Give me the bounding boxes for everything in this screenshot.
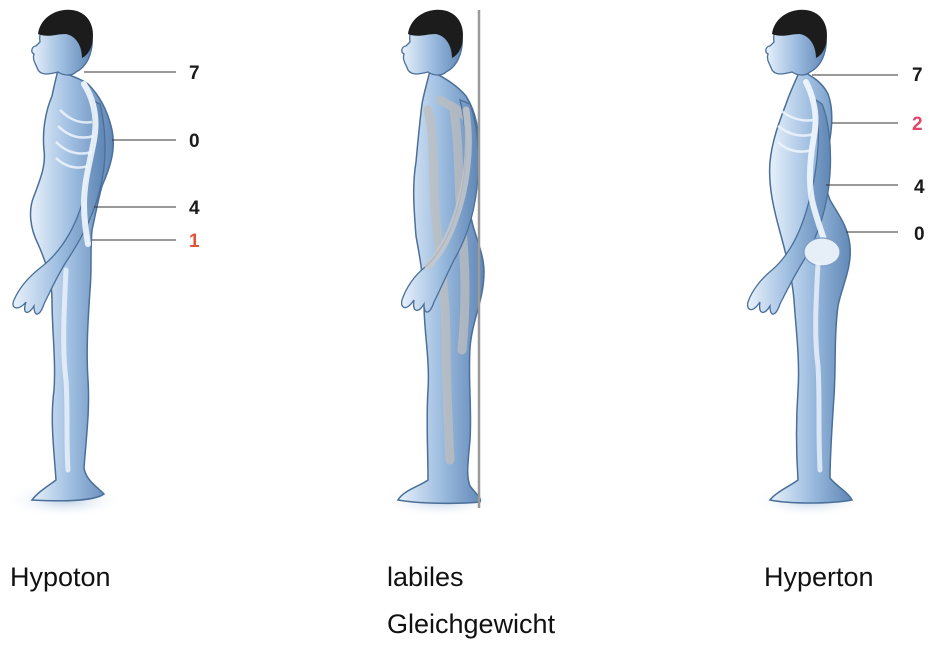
segment-label-lumbar: 4	[914, 177, 925, 198]
figure-hypoton: 7 0 4 1	[5, 10, 200, 518]
segment-label-neck: 7	[912, 65, 923, 86]
figure-hyperton: 7 2 4 0	[748, 10, 925, 518]
caption-hyperton: Hyperton	[764, 562, 874, 593]
caption-labil-line2: Gleichgewicht	[387, 609, 555, 640]
segment-label-thoracic: 0	[189, 131, 200, 152]
segment-label-pelvis: 1	[189, 231, 200, 252]
segment-label-pelvis: 0	[914, 224, 925, 245]
segment-label-thoracic: 2	[912, 114, 923, 135]
segment-label-lumbar: 4	[189, 198, 200, 219]
pelvis	[804, 238, 840, 266]
caption-hypoton: Hypoton	[10, 562, 111, 593]
caption-labil-line1: labiles	[387, 562, 464, 593]
segment-label-neck: 7	[189, 63, 200, 84]
figure-labil	[380, 10, 500, 518]
